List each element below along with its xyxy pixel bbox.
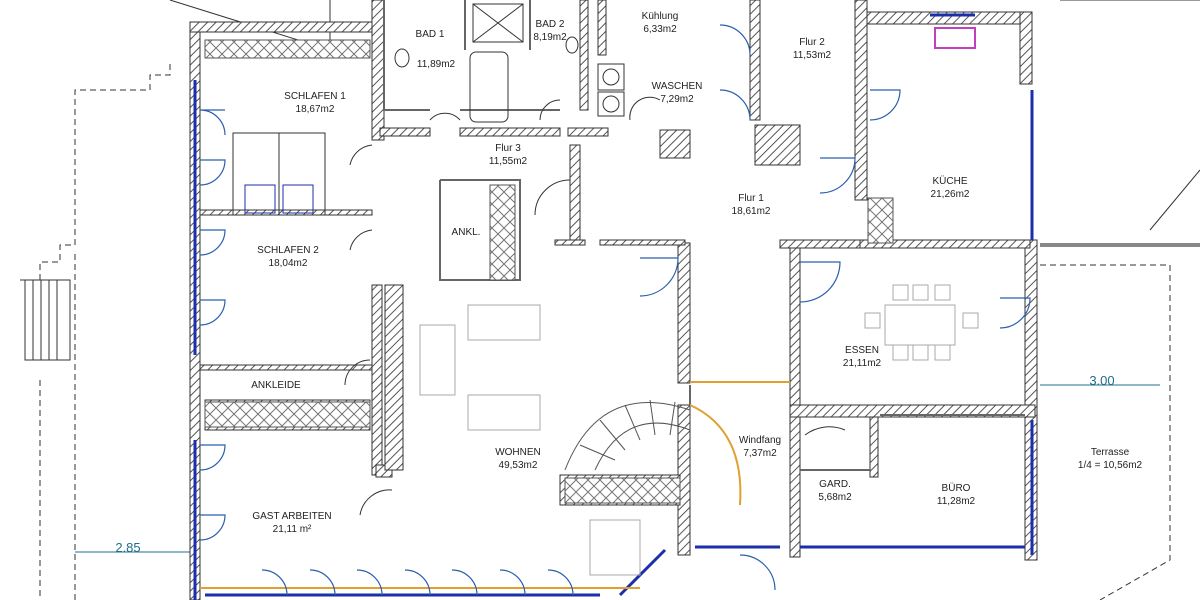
room-area: 11,55m2 xyxy=(488,156,528,167)
windows xyxy=(193,13,1034,600)
room-label-gast-arbeiten: GAST ARBEITEN 21,11 m² xyxy=(252,510,331,536)
room-label-waschen: WASCHEN 7,29m2 xyxy=(652,80,703,106)
room-area: 49,53m2 xyxy=(498,460,538,471)
room-name: ANKLEIDE xyxy=(251,380,301,391)
site-lines xyxy=(75,0,1200,553)
room-name: ANKL. xyxy=(451,227,481,238)
room-label-flur-1: Flur 1 18,61m2 xyxy=(732,192,771,218)
room-area: 11,89m2 xyxy=(416,59,456,70)
room-label-buero: BÜRO 11,28m2 xyxy=(937,482,975,508)
room-area: 18,61m2 xyxy=(731,206,771,217)
room-name: BAD 2 xyxy=(535,19,565,30)
room-name: SCHLAFEN 1 xyxy=(284,91,346,102)
room-name: Flur 1 xyxy=(738,193,764,204)
room-name: BÜRO xyxy=(941,483,971,494)
room-name: KÜCHE xyxy=(932,176,968,187)
room-name: WOHNEN xyxy=(495,447,541,458)
room-label-flur-3: Flur 3 11,55m2 xyxy=(489,142,527,168)
door-swings xyxy=(199,24,1031,596)
dimension-right: 3.00 xyxy=(1089,373,1115,388)
room-name: Windfang xyxy=(738,435,782,446)
beds xyxy=(232,132,326,216)
room-area: 11,53m2 xyxy=(792,50,832,61)
room-area: 7,37m2 xyxy=(743,448,777,459)
room-area: 5,68m2 xyxy=(818,492,852,503)
room-label-windfang: Windfang 7,37m2 xyxy=(739,434,781,460)
door-arcs xyxy=(344,96,846,516)
room-area: 1/4 = 10,56m2 xyxy=(1077,460,1143,471)
room-area: 21,11m2 xyxy=(842,358,882,369)
site-outline xyxy=(20,60,1171,600)
room-name: WASCHEN xyxy=(651,81,703,92)
room-area: 18,67m2 xyxy=(295,104,335,115)
room-name: Terrasse xyxy=(1090,447,1130,458)
room-name: BAD 1 xyxy=(415,29,445,40)
room-label-kueche: KÜCHE 21,26m2 xyxy=(931,175,970,201)
spiral-stairs xyxy=(564,399,691,471)
room-area: 21,26m2 xyxy=(930,189,970,200)
room-area: 21,11 m² xyxy=(272,524,312,535)
room-label-ankl: ANKL. xyxy=(452,226,481,239)
room-name: SCHLAFEN 2 xyxy=(257,245,319,256)
dimension-left: 2.85 xyxy=(115,540,141,555)
bathroom-fixtures xyxy=(394,3,625,123)
room-area: 18,04m2 xyxy=(268,258,308,269)
room-label-gard: GARD. 5,68m2 xyxy=(818,478,851,504)
room-area: 11,28m2 xyxy=(936,496,976,507)
room-name: GARD. xyxy=(819,479,851,490)
room-name: Kühlung xyxy=(641,11,679,22)
room-label-essen: ESSEN 21,11m2 xyxy=(843,344,881,370)
room-name: GAST ARBEITEN xyxy=(252,511,332,522)
room-area: 6,33m2 xyxy=(643,24,677,35)
room-label-terrasse: Terrasse 1/4 = 10,56m2 xyxy=(1078,446,1142,472)
glass-walls xyxy=(200,381,790,589)
room-name: ESSEN xyxy=(845,345,879,356)
furniture xyxy=(419,284,979,576)
room-label-bad-1: BAD 1 xyxy=(416,28,445,41)
room-area-bad-1: 11,89m2 xyxy=(417,58,455,71)
room-area: 7,29m2 xyxy=(660,94,694,105)
room-name: Flur 3 xyxy=(495,143,521,154)
room-name: Flur 2 xyxy=(799,37,825,48)
room-label-wohnen: WOHNEN 49,53m2 xyxy=(495,446,541,472)
closets xyxy=(204,39,894,504)
outside-stairs xyxy=(24,279,71,361)
room-label-schlafen-1: SCHLAFEN 1 18,67m2 xyxy=(284,90,346,116)
room-label-flur-2: Flur 2 11,53m2 xyxy=(793,36,831,62)
room-label-kuehlung: Kühlung 6,33m2 xyxy=(642,10,679,36)
kitchen-sink xyxy=(934,27,976,49)
inner-walls xyxy=(383,0,1025,471)
room-label-bad-2: BAD 2 8,19m2 xyxy=(533,18,566,44)
room-label-ankleide: ANKLEIDE xyxy=(251,379,300,392)
room-label-schlafen-2: SCHLAFEN 2 18,04m2 xyxy=(257,244,319,270)
room-area: 8,19m2 xyxy=(533,32,567,43)
